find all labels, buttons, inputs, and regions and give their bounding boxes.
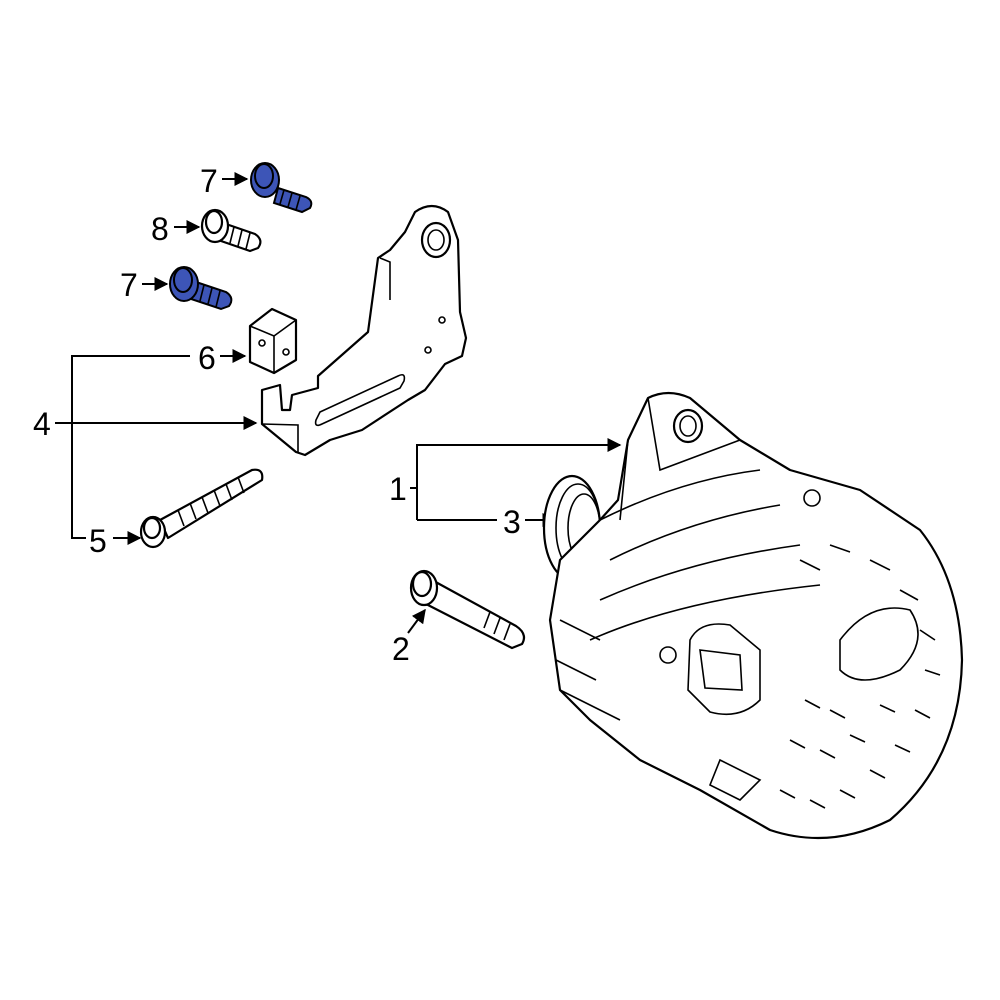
flange-bolt-mid[interactable]: [169, 266, 233, 311]
flange-bolt-top-head: [254, 163, 274, 189]
mounting-bolt-2-shank: [424, 578, 526, 650]
alternator-1-terminal: [659, 646, 677, 664]
bolt-8-head: [204, 209, 224, 235]
bracket-4-plate: [260, 204, 468, 457]
leader-1-top: [416, 438, 622, 488]
callout-7-mid: 7: [120, 267, 138, 303]
bracket-4[interactable]: [260, 204, 468, 457]
alternator-1-connector: [687, 623, 761, 716]
bolt-8[interactable]: [200, 208, 262, 253]
flange-bolt-mid-thread: [199, 284, 221, 308]
flange-bolt-top-shank: [272, 186, 313, 214]
bracket-4-eye: [420, 221, 452, 259]
callout-2: 2: [392, 631, 410, 667]
flange-bolt-mid-head: [173, 267, 193, 293]
callout-1: 1: [389, 471, 407, 507]
callout-3: 3: [503, 504, 521, 540]
bolt-8-thread: [229, 226, 251, 250]
long-bolt-5-head: [142, 516, 162, 540]
alternator-1-fins: [589, 469, 821, 641]
alternator-1-connector-socket: [699, 649, 743, 691]
leader-4-group: [71, 355, 190, 539]
leader-2: [407, 608, 426, 634]
alternator-1-mount-eye: [672, 408, 704, 444]
long-bolt-5-shank: [158, 468, 264, 540]
spacer-6-edges: [249, 319, 297, 373]
spacer-6[interactable]: [248, 307, 298, 375]
bracket-4-eye-inner: [427, 229, 445, 251]
alternator-1-rear-cover: [839, 607, 919, 681]
bracket-4-hole-2: [438, 316, 446, 324]
mounting-bolt-2-head: [411, 570, 433, 598]
alternator-1-body: [548, 391, 964, 840]
alternator-1-screw: [803, 489, 821, 507]
mounting-bolt-2-thread: [483, 611, 511, 641]
long-bolt-5[interactable]: [139, 468, 264, 549]
callout-6: 6: [198, 340, 216, 376]
alternator-1-mount-eye-inner: [679, 415, 697, 437]
alternator-1-vents: [779, 544, 941, 809]
flange-bolt-mid-shank: [189, 280, 233, 311]
alternator-1[interactable]: [548, 391, 964, 840]
alternator-1-stud: [708, 758, 762, 801]
bracket-4-hole-1: [424, 346, 432, 354]
bracket-4-edges: [261, 257, 391, 452]
alternator-1-mount-ear: [619, 397, 741, 521]
flange-bolt-top-thread: [279, 189, 301, 211]
bracket-4-slot: [314, 374, 406, 427]
spacer-6-hole-1: [258, 339, 266, 347]
flange-bolt-top[interactable]: [250, 162, 313, 214]
callout-5: 5: [89, 523, 107, 559]
callout-7-top: 7: [200, 163, 218, 199]
callout-4: 4: [33, 406, 51, 442]
spacer-6-body: [248, 307, 298, 375]
callout-8: 8: [151, 211, 169, 247]
long-bolt-5-thread: [177, 476, 245, 527]
alternator-1-housing-lines: [555, 619, 621, 721]
leader-lines: [55, 172, 622, 634]
mounting-bolt-2[interactable]: [409, 569, 526, 650]
spacer-6-hole-2: [282, 348, 290, 356]
